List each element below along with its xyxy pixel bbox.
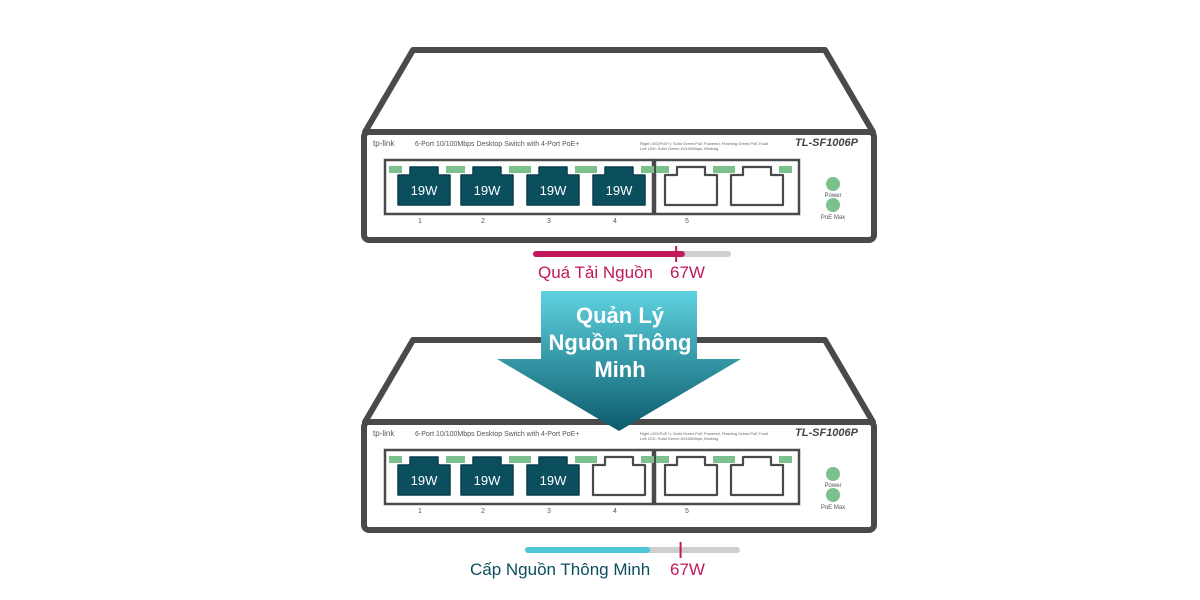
arrow-label-line2: Nguồn Thông — [548, 330, 692, 355]
bottom-switch-port4-led-left — [584, 456, 597, 463]
top-switch-port4-led-left — [584, 166, 597, 173]
top-switch-ports-frame — [653, 158, 801, 216]
top-switch-port6-ethernet-icon — [729, 165, 785, 207]
bottom-switch-port4-led-right — [641, 456, 654, 463]
bottom-switch-power-led — [826, 467, 840, 481]
top-switch-port2-ethernet-icon — [460, 166, 514, 206]
top-switch-model: TL-SF1006P — [795, 137, 859, 149]
bottom-budget-label: 67W — [670, 560, 705, 579]
top-switch-port1-number: 1 — [418, 218, 422, 225]
arrow-label-line1: Quản Lý — [575, 303, 664, 328]
bottom-switch-description: 6-Port 10/100Mbps Desktop Switch with 4-… — [415, 431, 579, 438]
top-switch-port6-led-left — [722, 166, 735, 173]
bottom-switch-port3-led-left — [518, 456, 531, 463]
top-switch-port6-led-right — [779, 166, 792, 173]
bottom-switch-port3-number: 3 — [547, 508, 551, 515]
top-switch-port4-power-label: 19W — [606, 183, 633, 198]
top-switch-port3-ethernet-icon — [526, 166, 580, 206]
top-budget-label: 67W — [670, 263, 705, 282]
bottom-switch-led-legend-2: Left LED: Solid Green:10/100Mbps; Blinki… — [640, 436, 718, 441]
top-switch-port4-ethernet-icon — [592, 166, 646, 206]
top-switch-port1-power-label: 19W — [411, 183, 438, 198]
switch-top: tp-link 6-Port 10/100Mbps Desktop Switch … — [361, 47, 877, 243]
top-switch-poe-max-led-label: PoE Max — [821, 215, 845, 221]
power-bar-top — [533, 246, 731, 262]
top-switch-port5-number: 5 — [685, 218, 689, 225]
top-switch-power-led — [826, 177, 840, 191]
bottom-switch-port2-number: 2 — [481, 508, 485, 515]
top-switch-port5-ethernet-icon — [663, 165, 719, 207]
top-switch-brand: tp-link — [373, 139, 395, 148]
top-switch-port4-number: 4 — [613, 218, 617, 225]
top-switch-port3-led-left — [518, 166, 531, 173]
bottom-switch-port5-led-right — [713, 456, 726, 463]
top-switch-port5-led-left — [656, 166, 669, 173]
smart-supply-status-label: Cấp Nguồn Thông Minh — [470, 560, 651, 579]
down-arrow-icon — [497, 291, 741, 431]
bottom-switch-port5-ethernet-icon — [663, 455, 719, 497]
bottom-switch-model: TL-SF1006P — [795, 427, 859, 439]
top-switch-port1-led-left — [389, 166, 402, 173]
bottom-switch-led-legend-1: Right LED(PoE+): Solid Green:PoE Powered… — [640, 431, 769, 436]
top-switch-led-legend-2: Left LED: Solid Green:10/100Mbps; Blinki… — [640, 146, 718, 151]
bottom-switch-port1-led-left — [389, 456, 402, 463]
bottom-switch-port6-led-left — [722, 456, 735, 463]
bottom-switch-port2-power-label: 19W — [474, 473, 501, 488]
bottom-switch-poe-max-led — [826, 488, 840, 502]
overload-status-label: Quá Tải Nguồn — [538, 263, 653, 282]
top-switch-port5-led-right — [713, 166, 726, 173]
bottom-switch-port3-power-label: 19W — [540, 473, 567, 488]
top-switch-port3-led-right — [575, 166, 588, 173]
bottom-switch-port2-led-left — [452, 456, 465, 463]
bottom-switch-port6-led-right — [779, 456, 792, 463]
bottom-switch-brand: tp-link — [373, 429, 395, 438]
bottom-switch-port6-ethernet-icon — [729, 455, 785, 497]
top-switch-lid — [362, 47, 876, 135]
top-switch-port2-led-left — [452, 166, 465, 173]
bottom-switch-poe-ports-frame — [383, 448, 655, 506]
top-switch-poe-ports-frame — [383, 158, 655, 216]
power-bar-bottom — [525, 542, 740, 558]
top-switch-power-led-label: Power — [824, 193, 841, 199]
top-switch-port3-power-label: 19W — [540, 183, 567, 198]
top-switch-port3-number: 3 — [547, 218, 551, 225]
bottom-switch-port4-ethernet-icon — [591, 455, 647, 497]
bottom-switch-port1-power-label: 19W — [411, 473, 438, 488]
bottom-switch-port3-ethernet-icon — [526, 456, 580, 496]
top-switch-port1-ethernet-icon — [397, 166, 451, 206]
top-switch-led-legend-1: Right LED(PoE+): Solid Green:PoE Powered… — [640, 141, 769, 146]
bottom-switch-port1-number: 1 — [418, 508, 422, 515]
bottom-switch-port2-ethernet-icon — [460, 456, 514, 496]
bottom-switch-port5-number: 5 — [685, 508, 689, 515]
bottom-switch-port2-led-right — [509, 456, 522, 463]
bottom-switch-port3-led-right — [575, 456, 588, 463]
bottom-switch-ports-frame — [653, 448, 801, 506]
bottom-switch-port1-ethernet-icon — [397, 456, 451, 496]
top-switch-poe-max-led — [826, 198, 840, 212]
top-switch-port4-led-right — [641, 166, 654, 173]
top-switch-description: 6-Port 10/100Mbps Desktop Switch with 4-… — [415, 141, 579, 148]
bottom-switch-port5-led-left — [656, 456, 669, 463]
bottom-switch-port4-number: 4 — [613, 508, 617, 515]
top-switch-port2-led-right — [509, 166, 522, 173]
arrow-label-line3: Minh — [594, 357, 646, 382]
top-switch-port2-number: 2 — [481, 218, 485, 225]
smart-power-arrow-label: Quản Lý Nguồn Thông Minh — [520, 302, 720, 383]
bottom-switch-poe-max-led-label: PoE Max — [821, 505, 845, 511]
bottom-switch-power-led-label: Power — [824, 483, 841, 489]
top-switch-port2-power-label: 19W — [474, 183, 501, 198]
